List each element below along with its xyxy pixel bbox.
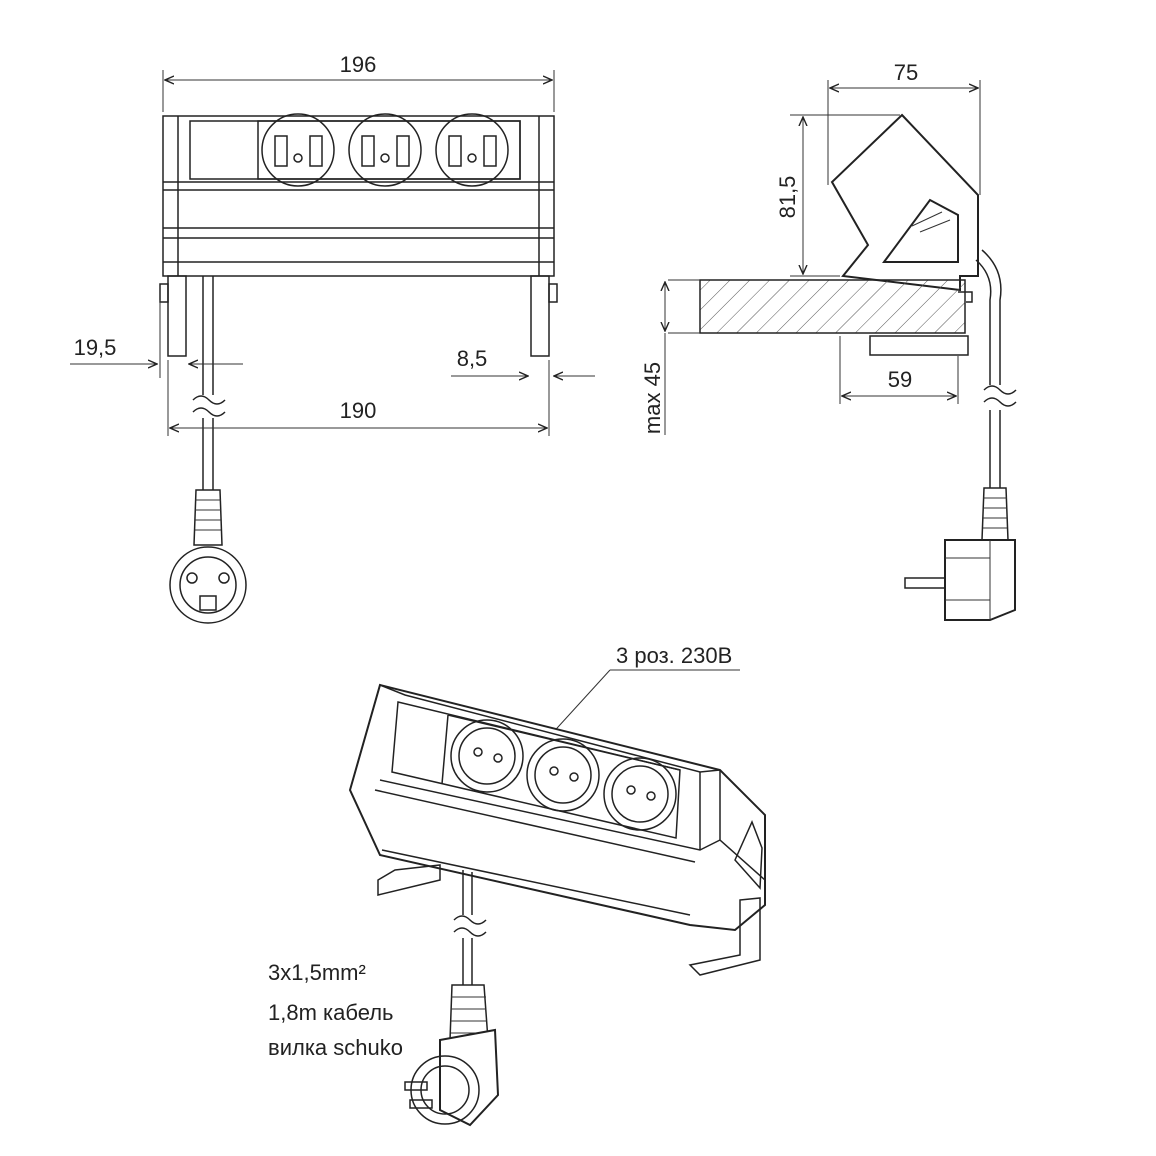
front-socket-3 [435, 113, 509, 187]
dim-depth-bottom: 59 [888, 367, 912, 392]
cable-spec-2: 1,8m кабель [268, 1000, 394, 1025]
iso-housing [348, 683, 766, 932]
sockets-label: 3 роз. 230В [616, 643, 732, 668]
iso-socket-2 [526, 738, 600, 812]
cable-spec-1: 3x1,5mm² [268, 960, 366, 985]
tabletop-section [699, 279, 966, 334]
dim-table-thickness: max 45 [640, 362, 665, 434]
dim-right-offset: 8,5 [457, 346, 488, 371]
side-profile [830, 113, 979, 292]
side-view: 75 81,5 max 45 59 [640, 60, 1017, 621]
front-plug [169, 546, 247, 624]
dim-height: 81,5 [775, 176, 800, 219]
dim-width-bottom: 190 [340, 398, 377, 423]
front-socket-2 [348, 113, 422, 187]
iso-socket-1 [450, 719, 524, 793]
cable-spec-3: вилка schuko [268, 1035, 403, 1060]
iso-view: 3 роз. 230В [268, 643, 766, 1127]
side-plug [944, 539, 1016, 621]
iso-plug [404, 1028, 500, 1127]
front-housing [162, 115, 555, 277]
front-socket-1 [261, 113, 335, 187]
dim-depth-top: 75 [894, 60, 918, 85]
dim-width-top: 196 [340, 52, 377, 77]
iso-socket-3 [603, 757, 677, 831]
dim-left-offset: 19,5 [74, 335, 117, 360]
front-view: 196 [70, 52, 595, 624]
